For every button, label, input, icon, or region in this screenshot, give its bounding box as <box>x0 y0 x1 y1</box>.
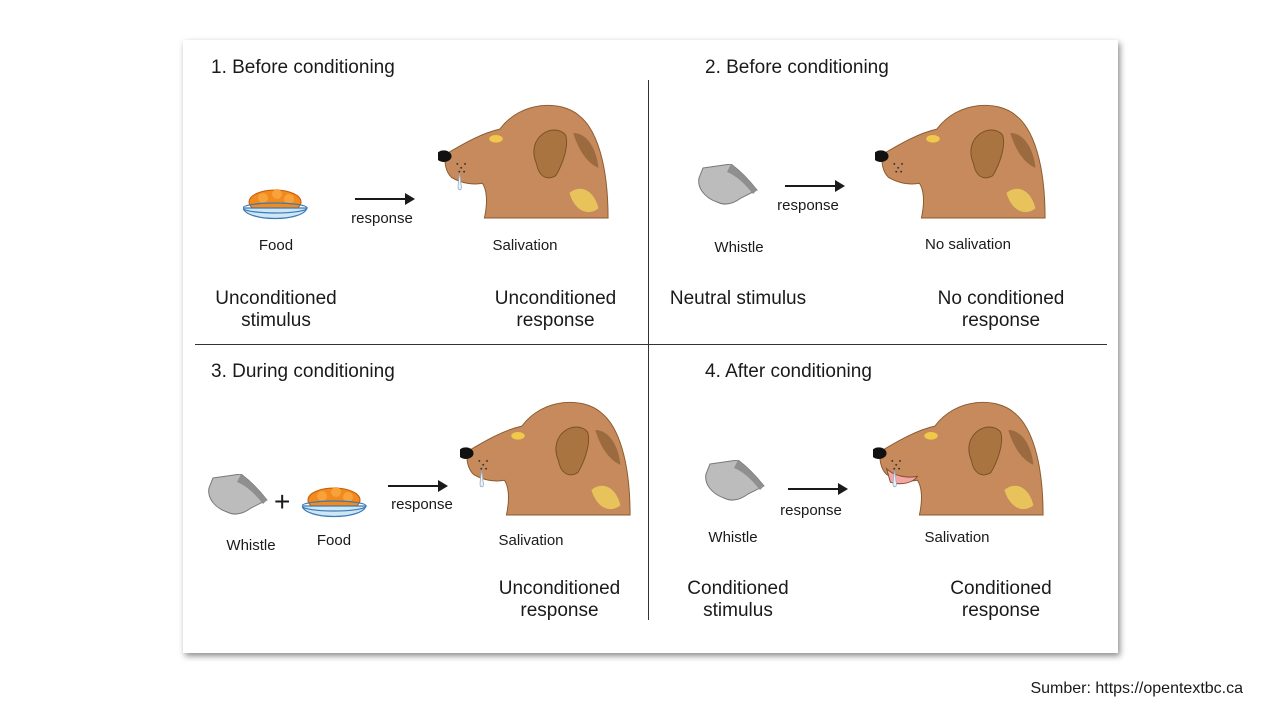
panel-4-arrow-label: response <box>780 502 842 519</box>
vertical-divider <box>648 80 649 620</box>
panel-3-response-type: Unconditioned response <box>498 578 621 621</box>
panel-1-response-type: Unconditioned response <box>494 288 617 331</box>
dog-head-icon <box>875 104 1046 219</box>
panel-1-response-label: Salivation <box>492 237 558 254</box>
panel-4-response-type: Conditioned response <box>950 578 1052 621</box>
panel-1-arrow-label: response <box>351 210 413 227</box>
panel-2-response-type: No conditioned response <box>937 288 1065 331</box>
arrow-icon <box>788 483 848 495</box>
arrow-icon <box>388 480 448 492</box>
panel-4-whistle-label: Whistle <box>708 529 758 546</box>
panel-3-title: 3. During conditioning <box>211 361 395 382</box>
panel-2-stimulus-type: Neutral stimulus <box>669 288 807 309</box>
arrow-icon <box>785 180 845 192</box>
panel-2-response-label: No salivation <box>925 236 1011 253</box>
panel-1-title: 1. Before conditioning <box>211 57 395 78</box>
dog-head-icon <box>460 401 631 516</box>
horizontal-divider <box>195 344 1107 345</box>
panel-1-food-label: Food <box>258 237 294 254</box>
panel-2-title: 2. Before conditioning <box>705 57 889 78</box>
panel-2-whistle-label: Whistle <box>714 239 764 256</box>
panel-3-whistle-label: Whistle <box>226 537 276 554</box>
whistle-icon <box>208 474 268 515</box>
source-credit: Sumber: https://opentextbc.ca <box>1030 680 1243 697</box>
panel-3-food-label: Food <box>316 532 352 549</box>
arrow-icon <box>355 193 415 205</box>
whistle-icon <box>698 164 758 205</box>
food-bowl-icon <box>302 486 367 518</box>
panel-4-stimulus-type: Conditioned stimulus <box>687 578 789 621</box>
panel-3-arrow-label: response <box>391 496 453 513</box>
panel-3-response-label: Salivation <box>498 532 564 549</box>
whistle-icon <box>705 460 765 501</box>
panel-1-stimulus-type: Unconditioned stimulus <box>215 288 337 331</box>
panel-4-response-label: Salivation <box>924 529 990 546</box>
panel-2-arrow-label: response <box>777 197 839 214</box>
dog-head-icon <box>438 104 609 219</box>
food-bowl-icon <box>243 188 308 220</box>
dog-head-icon <box>873 401 1044 516</box>
plus-sign: + <box>274 486 291 517</box>
panel-4-title: 4. After conditioning <box>705 361 872 382</box>
